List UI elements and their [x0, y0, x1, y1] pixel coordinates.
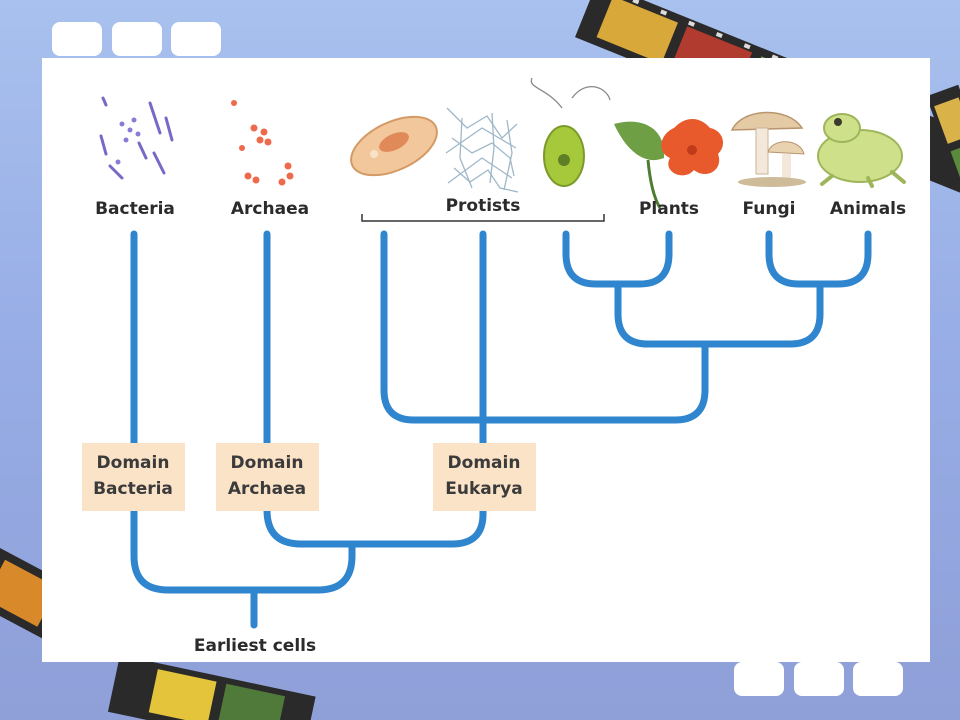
tree-of-life-diagram: Bacteria Archaea Protists Plants Fungi A… — [82, 77, 906, 656]
label-plants: Plants — [639, 199, 699, 219]
label-fungi: Fungi — [743, 199, 796, 219]
label-earliest-cells: Earliest cells — [194, 636, 316, 656]
euglena-icon — [530, 77, 611, 187]
paramecium-icon — [350, 115, 438, 177]
plant-flower-icon — [614, 118, 724, 209]
slime-mold-icon — [445, 107, 519, 193]
bacteria-icon — [99, 96, 174, 180]
bottom-tab-1 — [734, 662, 784, 696]
svg-text:Domain: Domain — [231, 453, 304, 473]
protists-bracket — [361, 214, 605, 222]
label-animals: Animals — [830, 199, 906, 219]
bottom-tab-3 — [853, 662, 903, 696]
label-archaea: Archaea — [231, 199, 309, 219]
domain-box-archaea: Domain Archaea — [216, 443, 319, 511]
top-tab-2 — [112, 22, 162, 56]
svg-text:Bacteria: Bacteria — [93, 479, 173, 499]
svg-text:Eukarya: Eukarya — [445, 479, 522, 499]
svg-text:Domain: Domain — [448, 453, 521, 473]
frog-icon — [817, 113, 906, 188]
label-bacteria: Bacteria — [95, 199, 175, 219]
svg-text:Domain: Domain — [97, 453, 170, 473]
archaea-icon — [231, 100, 294, 186]
label-protists: Protists — [446, 196, 521, 216]
domain-box-eukarya: Domain Eukarya — [433, 443, 536, 511]
bottom-tab-2 — [794, 662, 844, 696]
tree-branches — [130, 230, 872, 629]
top-tab-3 — [171, 22, 221, 56]
mushroom-icon — [730, 111, 806, 187]
domain-box-bacteria: Domain Bacteria — [82, 443, 185, 511]
top-tab-1 — [52, 22, 102, 56]
slide-card: Bacteria Archaea Protists Plants Fungi A… — [42, 58, 930, 662]
svg-text:Archaea: Archaea — [228, 479, 306, 499]
